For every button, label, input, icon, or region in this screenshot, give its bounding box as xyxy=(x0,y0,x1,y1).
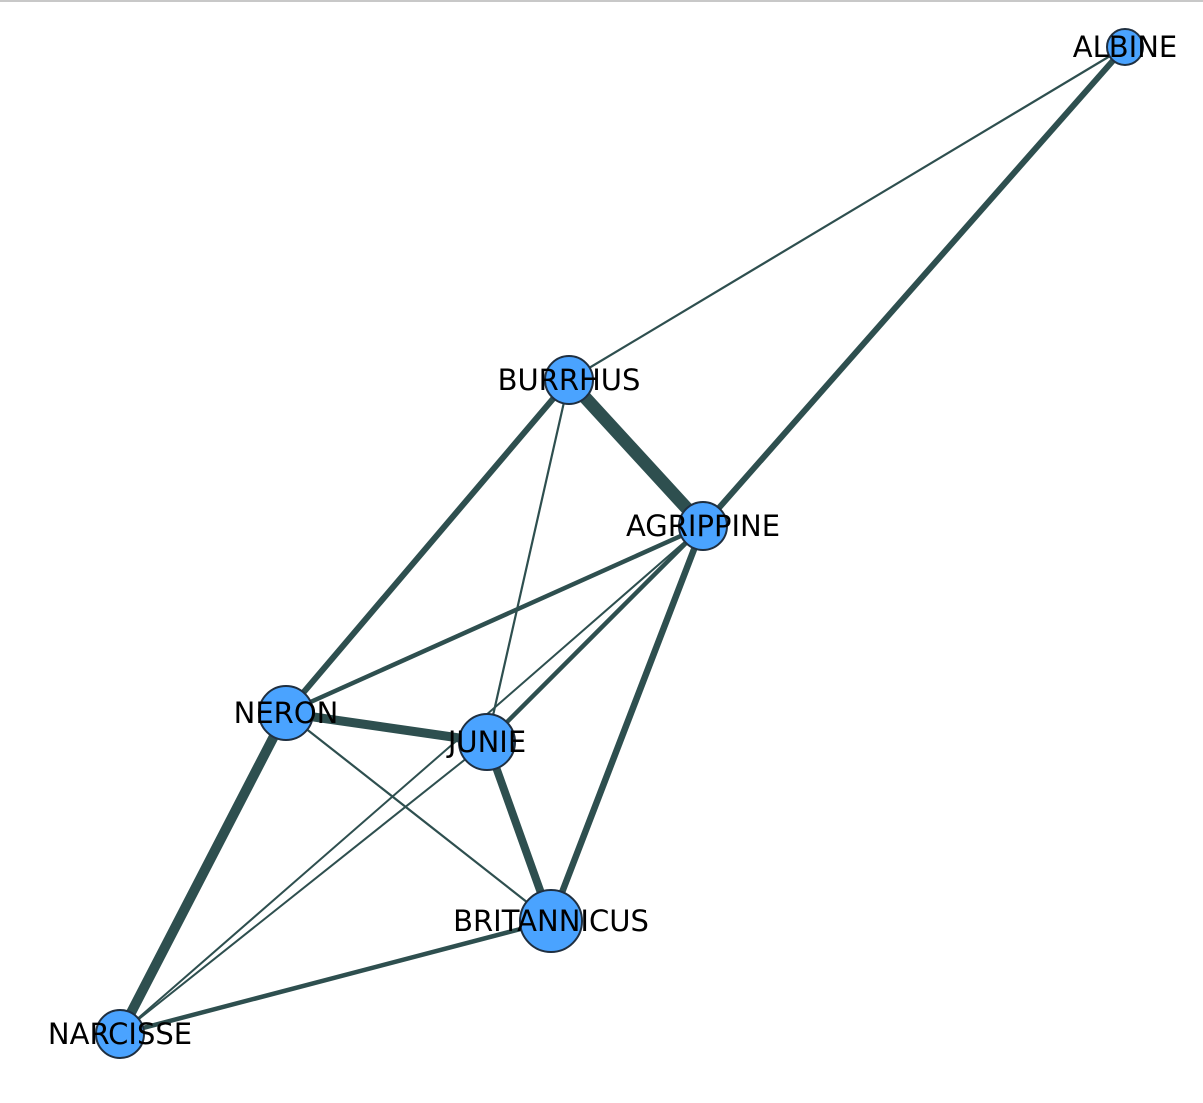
node-albine xyxy=(1106,28,1144,66)
edge-agrippine-junie xyxy=(485,524,705,744)
edge-agrippine-neron xyxy=(285,523,704,716)
node-label-albine: ALBINE xyxy=(1073,30,1177,64)
node-neron xyxy=(258,685,314,741)
edge-albine-agrippine xyxy=(700,45,1128,528)
node-burrhus xyxy=(544,355,594,405)
nodes-layer xyxy=(95,28,1144,1059)
node-label-junie: JUNIE xyxy=(446,725,526,759)
node-britannicus xyxy=(519,889,583,953)
edge-neron-narcisse xyxy=(115,710,291,1037)
edge-agrippine-britannicus xyxy=(547,524,707,923)
top-border xyxy=(0,0,1203,2)
edge-junie-narcisse xyxy=(119,741,488,1035)
edge-burrhus-agrippine xyxy=(564,375,708,531)
labels-layer: ALBINE BURRHUS AGRIPPINE NERON JUNIE BRITANNI… xyxy=(48,30,1177,1051)
edge-albine-burrhus xyxy=(568,46,1126,381)
node-label-britannicus: BRITANNICUS xyxy=(453,904,649,938)
edge-agrippine-narcisse xyxy=(119,525,704,1035)
node-junie xyxy=(458,713,516,771)
edge-neron-junie xyxy=(285,708,488,747)
node-label-neron: NERON xyxy=(234,696,339,730)
node-label-agrippine: AGRIPPINE xyxy=(626,509,780,543)
node-agrippine xyxy=(678,501,728,551)
edge-burrhus-junie xyxy=(485,379,571,743)
node-label-narcisse: NARCISSE xyxy=(48,1017,192,1051)
edge-neron-britannicus xyxy=(285,712,552,922)
edge-burrhus-neron xyxy=(283,378,572,715)
edge-britannicus-narcisse xyxy=(119,918,552,1037)
node-narcisse xyxy=(95,1009,145,1059)
edges-layer xyxy=(115,45,1128,1037)
node-label-burrhus: BURRHUS xyxy=(498,363,641,397)
